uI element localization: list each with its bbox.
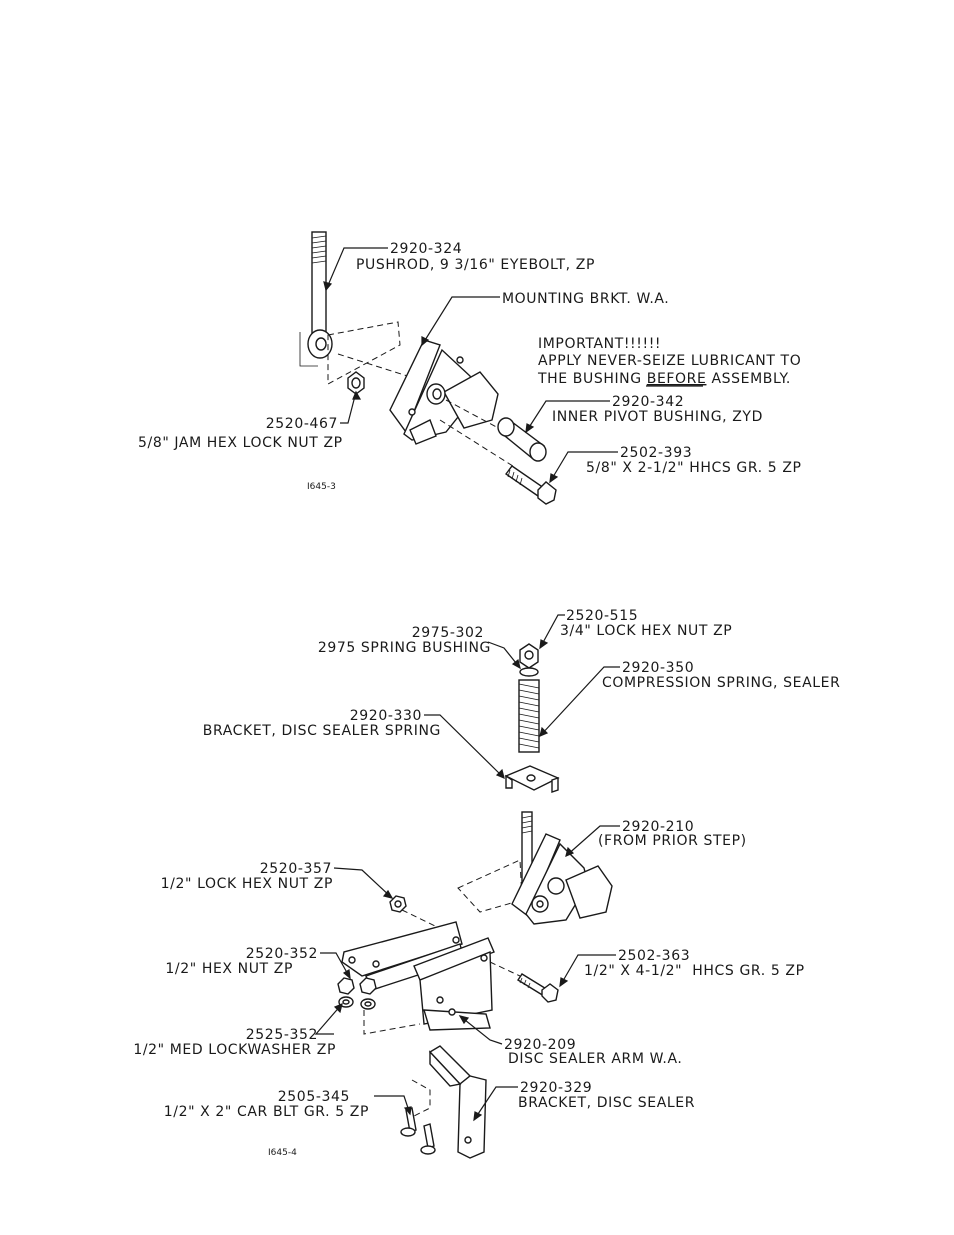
callout-2505-345-desc: 1/2" X 2" CAR BLT GR. 5 ZP [164, 1104, 369, 1120]
callout-2920-350-desc: COMPRESSION SPRING, SEALER [602, 675, 840, 691]
callout-2520-352-desc: 1/2" HEX NUT ZP [165, 961, 293, 977]
note-line3-post: ASSEMBLY. [706, 371, 790, 387]
callout-2920-350-part: 2920-350 [622, 660, 694, 676]
callout-2920-210-desc: (FROM PRIOR STEP) [598, 833, 747, 849]
callout-bushing-desc: INNER PIVOT BUSHING, ZYD [552, 409, 763, 425]
callout-pushrod-desc: PUSHROD, 9 3/16" EYEBOLT, ZP [356, 257, 595, 273]
callout-2920-330-desc: BRACKET, DISC SEALER SPRING [203, 723, 441, 739]
note-line3-pre: THE BUSHING [537, 371, 647, 387]
lock-hex-nut-1-2 [389, 895, 407, 913]
callout-2920-330-part: 2920-330 [350, 708, 422, 724]
callout-2920-209-desc: DISC SEALER ARM W.A. [508, 1051, 682, 1067]
note-emphasis: BEFORE [647, 371, 707, 387]
disc-sealer-spring-bracket [504, 765, 560, 793]
diagram-top: 2920-324 PUSHROD, 9 3/16" EYEBOLT, ZP MO… [138, 231, 802, 505]
callout-2920-329-desc: BRACKET, DISC SEALER [518, 1095, 695, 1111]
jam-hex-lock-nut [347, 371, 365, 395]
callout-jamnut-part: 2520-467 [266, 416, 338, 432]
callout-2525-352-desc: 1/2" MED LOCKWASHER ZP [133, 1042, 336, 1058]
callout-2520-352-part: 2520-352 [246, 946, 318, 962]
callout-2520-515-desc: 3/4" LOCK HEX NUT ZP [560, 623, 732, 639]
hex-nuts-and-lockwashers [337, 977, 377, 1010]
mounting-bracket [389, 339, 499, 445]
callout-pushrod-part: 2920-324 [390, 241, 462, 257]
callout-2975-302-desc: 2975 SPRING BUSHING [318, 640, 491, 656]
leaders-bottom [314, 614, 620, 1121]
disc-sealer-arm [341, 921, 495, 1031]
hhcs-bolt-top [505, 465, 557, 505]
callout-2520-357-part: 2520-357 [260, 861, 332, 877]
callout-2920-329-part: 2920-329 [520, 1080, 592, 1096]
spring-bushing [519, 667, 539, 677]
callout-2502-363-desc: 1/2" X 4-1/2" HHCS GR. 5 ZP [584, 963, 805, 979]
leaders-top [325, 247, 618, 483]
callout-hhcs-desc: 5/8" X 2-1/2" HHCS GR. 5 ZP [586, 460, 802, 476]
lubricant-note: IMPORTANT!!!!!! APPLY NEVER-SEIZE LUBRIC… [537, 336, 801, 387]
callout-2520-515-part: 2520-515 [566, 608, 638, 624]
diagram-bottom: 2520-515 3/4" LOCK HEX NUT ZP 2975-302 2… [133, 608, 840, 1159]
callout-2520-357-desc: 1/2" LOCK HEX NUT ZP [161, 876, 333, 892]
callout-2505-345-part: 2505-345 [278, 1089, 350, 1105]
callout-mounting-bracket-desc: MOUNTING BRKT. W.A. [502, 291, 669, 307]
hhcs-bolt-bottom [517, 973, 559, 1003]
lock-hex-nut-3-4 [519, 643, 539, 669]
note-line1: IMPORTANT!!!!!! [538, 336, 661, 352]
figure-id-top: I645-3 [307, 482, 336, 492]
compression-spring [518, 679, 540, 753]
callout-2920-210-part: 2920-210 [622, 819, 694, 835]
callout-hhcs-part: 2502-393 [620, 445, 692, 461]
carriage-bolts [400, 1107, 436, 1155]
callout-2975-302-part: 2975-302 [412, 625, 484, 641]
pushrod-eyebolt [307, 231, 333, 359]
callout-2525-352-part: 2525-352 [246, 1027, 318, 1043]
callout-bushing-part: 2920-342 [612, 394, 684, 410]
callout-2502-363-part: 2502-363 [618, 948, 690, 964]
note-line3: THE BUSHING BEFORE ASSEMBLY. [537, 371, 791, 387]
callout-jamnut-desc: 5/8" JAM HEX LOCK NUT ZP [138, 435, 343, 451]
inner-pivot-bushing [497, 417, 547, 462]
callout-2920-209-part: 2920-209 [504, 1037, 576, 1053]
disc-sealer-bracket [428, 1045, 487, 1159]
figure-id-bottom: I645-4 [268, 1148, 297, 1158]
mounting-bracket-prior [457, 833, 613, 925]
note-line2: APPLY NEVER-SEIZE LUBRICANT TO [538, 353, 801, 369]
